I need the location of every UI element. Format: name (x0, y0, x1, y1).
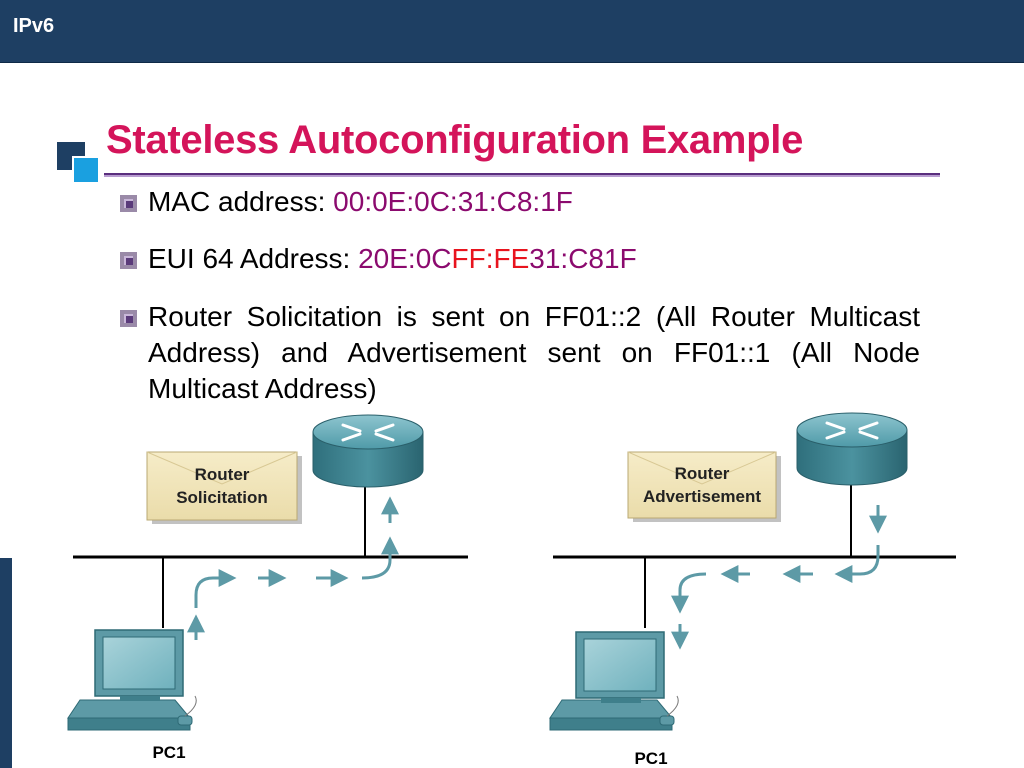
bullet-eui64-address: EUI 64 Address: 20E:0CFF:FE31:C81F (120, 241, 637, 277)
bullet-router-solicitation: Router Solicitation is sent on FF01::2 (… (120, 299, 920, 407)
right-message-line2: Advertisement (643, 487, 761, 506)
bullet-label: MAC address: (148, 186, 334, 217)
bullet-square-icon (120, 195, 137, 212)
right-flow-arrows (671, 505, 887, 650)
bullet-label: EUI 64 Address: (148, 243, 359, 274)
left-pc-icon: PC1 (67, 629, 197, 762)
header-title: IPv6 (13, 15, 55, 37)
mac-value: 00:0E:0C:31:C8:1F (333, 186, 573, 217)
right-pc-icon: PC1 (549, 631, 679, 768)
left-diagram: Router Solicitation PC1 (67, 414, 468, 762)
bullet-square-icon (120, 310, 137, 327)
slide-title: Stateless Autoconfiguration Example (106, 118, 804, 162)
right-pc-label: PC1 (634, 749, 667, 768)
eui-value-part3: 31:C81F (529, 243, 637, 274)
header-bar: IPv6 (0, 0, 1024, 63)
left-pc-label: PC1 (152, 743, 185, 762)
title-underline (104, 173, 940, 177)
left-accent-strip (0, 558, 12, 768)
eui-value-fffe: FF:FE (451, 243, 530, 274)
router-advertisement-envelope: Router Advertisement (627, 451, 781, 522)
left-flow-arrows (187, 496, 399, 640)
bullet-square-icon (120, 252, 137, 269)
light-square (72, 156, 100, 184)
router-solicitation-envelope: Router Solicitation (146, 451, 302, 524)
title-squares-icon (57, 142, 101, 186)
right-router-icon (796, 412, 908, 486)
right-diagram: Router Advertisement PC1 (549, 412, 956, 768)
eui-value-part1: 20E:0C (358, 243, 452, 274)
left-message-line2: Solicitation (176, 488, 268, 507)
bullet-text: Router Solicitation is sent on FF01::2 (… (148, 301, 920, 404)
right-message-line1: Router (675, 464, 730, 483)
left-router-icon (312, 414, 424, 488)
bullet-mac-address: MAC address: 00:0E:0C:31:C8:1F (120, 184, 573, 220)
left-message-line1: Router (195, 465, 250, 484)
